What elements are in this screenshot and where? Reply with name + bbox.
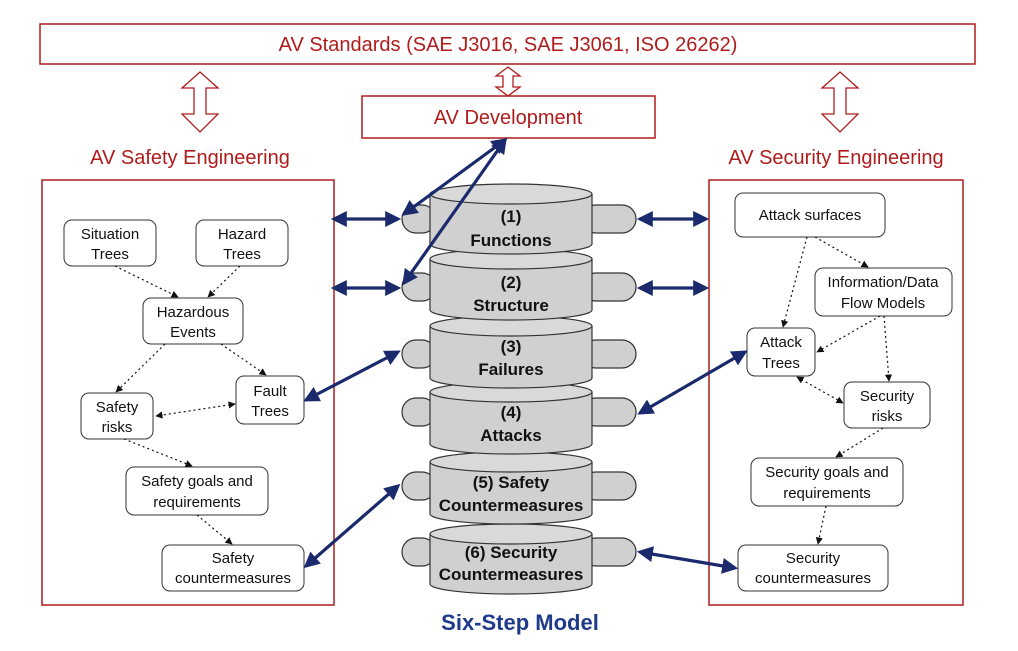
- attack-surfaces-node: Attack surfaces: [734, 192, 886, 238]
- svg-text:Safety: Safety: [212, 550, 255, 567]
- svg-text:Trees: Trees: [91, 246, 129, 263]
- step-2-line1: (2): [501, 273, 522, 292]
- security-nodes: Attack surfaces Information/Data Flow Mo…: [734, 192, 953, 592]
- step-4-line2: Attacks: [480, 426, 541, 445]
- situation-trees-node: Situation Trees: [63, 219, 157, 267]
- svg-text:Security goals and: Security goals and: [765, 464, 888, 481]
- svg-text:Attack surfaces: Attack surfaces: [759, 207, 862, 224]
- svg-text:countermeasures: countermeasures: [755, 570, 871, 587]
- security-goals-node: Security goals and requirements: [750, 457, 904, 507]
- step-5-line1: (5) Safety: [473, 473, 550, 492]
- safety-countermeasures-node: Safety countermeasures: [161, 544, 305, 592]
- fault-trees-node: Fault Trees: [235, 375, 305, 425]
- security-engineering-heading: AV Security Engineering: [728, 147, 943, 169]
- svg-text:Safety: Safety: [96, 399, 139, 416]
- svg-text:Situation: Situation: [81, 226, 139, 243]
- step-1-cylinder: (1) Functions: [401, 183, 637, 255]
- hollow-arrow-center: [494, 66, 522, 97]
- svg-text:requirements: requirements: [783, 485, 871, 502]
- step-5-cylinder: (5) Safety Countermeasures: [401, 451, 637, 525]
- step-3-line2: Failures: [478, 360, 543, 379]
- svg-text:Trees: Trees: [251, 403, 289, 420]
- svg-text:Safety goals and: Safety goals and: [141, 473, 253, 490]
- hazardous-events-node: Hazardous Events: [142, 297, 244, 345]
- step-5-line2: Countermeasures: [439, 496, 584, 515]
- step-3-cylinder: (3) Failures: [401, 315, 637, 389]
- svg-text:Events: Events: [170, 324, 216, 341]
- step-4-line1: (4): [501, 403, 522, 422]
- hollow-arrow-left: [180, 71, 220, 133]
- security-risks-node: Security risks: [843, 381, 931, 429]
- hazard-trees-node: Hazard Trees: [195, 219, 289, 267]
- safety-engineering-heading: AV Safety Engineering: [90, 147, 290, 169]
- hollow-arrow-right: [820, 71, 860, 133]
- safety-risks-node: Safety risks: [80, 392, 154, 440]
- step-6-line1: (6) Security: [465, 543, 558, 562]
- step-3-line1: (3): [501, 337, 522, 356]
- svg-text:Hazard: Hazard: [218, 226, 266, 243]
- development-box: AV Development: [361, 95, 656, 139]
- step-4-cylinder: (4) Attacks: [401, 381, 637, 455]
- step-2-cylinder: (2) Structure: [401, 248, 637, 321]
- svg-text:Flow Models: Flow Models: [841, 295, 925, 312]
- model-title: Six-Step Model: [441, 610, 599, 635]
- step-1-line2: Functions: [470, 231, 551, 250]
- svg-text:Trees: Trees: [762, 355, 800, 372]
- svg-text:risks: risks: [872, 408, 903, 425]
- svg-text:countermeasures: countermeasures: [175, 570, 291, 587]
- svg-text:Attack: Attack: [760, 334, 802, 351]
- step-6-cylinder: (6) Security Countermeasures: [401, 523, 637, 595]
- svg-text:Security: Security: [860, 388, 915, 405]
- step-2-line2: Structure: [473, 296, 549, 315]
- svg-text:Information/Data: Information/Data: [828, 274, 940, 291]
- cylinder-stack: (6) Security Countermeasures (5) Safety …: [401, 183, 637, 595]
- blue-connector-arrows: [303, 137, 748, 574]
- standards-label: AV Standards (SAE J3016, SAE J3061, ISO …: [279, 34, 738, 56]
- development-label: AV Development: [434, 107, 583, 129]
- security-countermeasures-node: Security countermeasures: [737, 544, 889, 592]
- svg-text:Hazardous: Hazardous: [157, 304, 230, 321]
- svg-text:requirements: requirements: [153, 494, 241, 511]
- svg-text:Fault: Fault: [253, 383, 287, 400]
- svg-text:risks: risks: [102, 419, 133, 436]
- attack-trees-node: Attack Trees: [746, 327, 816, 377]
- standards-box: AV Standards (SAE J3016, SAE J3061, ISO …: [39, 23, 976, 65]
- info-flow-models-node: Information/Data Flow Models: [814, 267, 953, 317]
- svg-text:Security: Security: [786, 550, 841, 567]
- svg-text:Trees: Trees: [223, 246, 261, 263]
- safety-goals-node: Safety goals and requirements: [125, 466, 269, 516]
- safety-dotted-connectors: [114, 265, 267, 545]
- step-1-line1: (1): [501, 207, 522, 226]
- step-6-line2: Countermeasures: [439, 565, 584, 584]
- safety-nodes: Situation Trees Hazard Trees Hazardous E…: [63, 219, 305, 592]
- security-dotted-connectors: [781, 236, 893, 545]
